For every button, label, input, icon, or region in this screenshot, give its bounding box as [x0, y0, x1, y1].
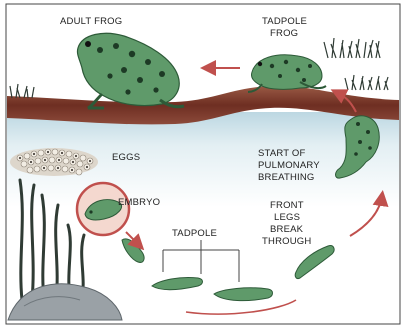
label-front-legs-line3: BREAK	[270, 224, 304, 235]
label-tadpole: TADPOLE	[172, 228, 217, 239]
label-embryo: EMBRYO	[118, 197, 160, 208]
label-eggs: EGGS	[112, 152, 140, 163]
label-pulmonary-line3: BREATHING	[258, 172, 315, 183]
label-front-legs-line4: THROUGH	[262, 236, 311, 247]
label-pulmonary-line2: PULMONARY	[258, 160, 320, 171]
label-front-legs-line2: LEGS	[274, 212, 300, 223]
eggs-cluster	[10, 148, 98, 176]
label-adult-frog: ADULT FROG	[60, 16, 122, 27]
embryo-circle	[77, 183, 129, 235]
label-tadpole-frog-line2: FROG	[270, 28, 298, 39]
label-pulmonary-line1: START OF	[258, 148, 306, 159]
label-tadpole-frog-line1: TADPOLE	[262, 16, 307, 27]
label-front-legs-line1: FRONT	[270, 200, 304, 211]
